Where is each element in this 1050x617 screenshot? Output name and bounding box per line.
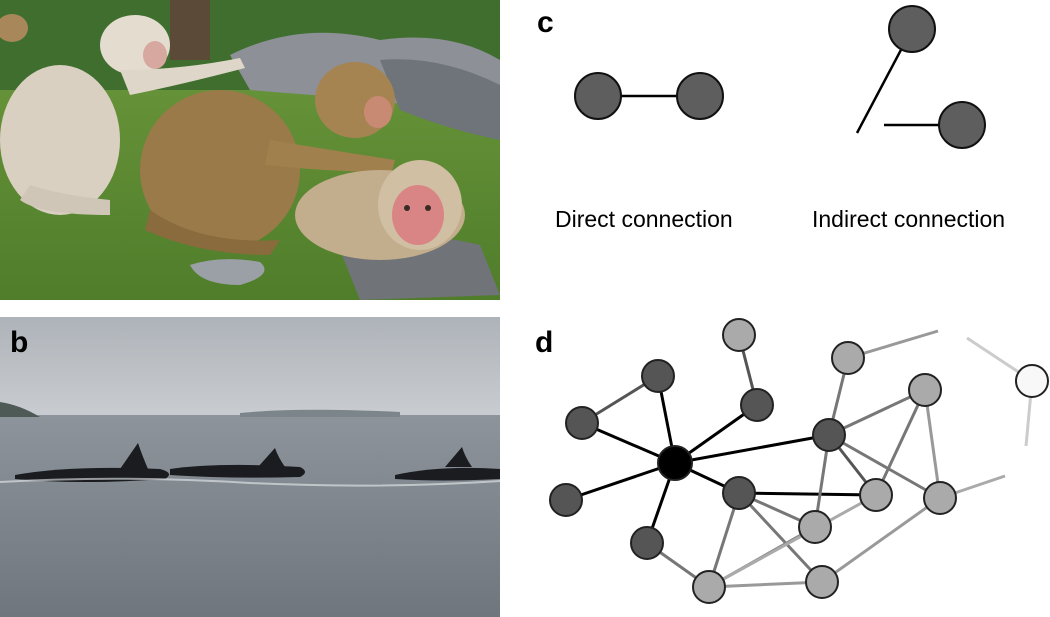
network-edge [708, 580, 823, 589]
network-node [859, 478, 893, 512]
network-edge [737, 491, 824, 584]
network-edge [708, 493, 877, 589]
network-node [692, 570, 726, 604]
network-node [908, 373, 942, 407]
panel-letter-b: b [10, 326, 29, 359]
network-node [549, 483, 583, 517]
network-node [722, 476, 756, 510]
network-node [831, 341, 865, 375]
direct-connection-label: Direct connection [555, 206, 733, 232]
network-node [812, 418, 846, 452]
network-nodes [549, 318, 1049, 604]
indirect-node-bottom [938, 101, 986, 149]
network-node [805, 565, 839, 599]
network-edge [821, 496, 941, 584]
network-node [722, 318, 756, 352]
network-node [740, 388, 774, 422]
social-network-diagram [549, 318, 1049, 604]
network-edge [828, 388, 926, 437]
indirect-connection-diagram [855, 5, 986, 149]
network-node-isolated [1015, 364, 1049, 398]
network-edge [565, 461, 676, 502]
network-node [565, 406, 599, 440]
orca-photo-illustration [0, 317, 500, 617]
panel-letter-d: d [535, 326, 554, 359]
network-edge [874, 389, 927, 496]
direct-connection-diagram [574, 72, 724, 120]
network-edge [923, 389, 942, 499]
network-node [641, 359, 675, 393]
connection-types-diagram [574, 5, 986, 149]
macaque-photo-illustration [0, 0, 500, 300]
network-edge [674, 433, 830, 465]
indirect-node-top [888, 5, 936, 53]
direct-node-left [574, 72, 622, 120]
network-edge [828, 433, 941, 500]
network-node [798, 510, 832, 544]
network-node [630, 526, 664, 560]
network-edge [738, 491, 877, 497]
macaque-grooming-photo [0, 0, 500, 300]
killer-whales-photo [0, 317, 500, 617]
indirect-connection-label: Indirect connection [812, 206, 1006, 232]
direct-node-right [676, 72, 724, 120]
network-node-hub [657, 445, 693, 481]
panel-letter-c: c [537, 6, 554, 39]
network-node [923, 481, 957, 515]
